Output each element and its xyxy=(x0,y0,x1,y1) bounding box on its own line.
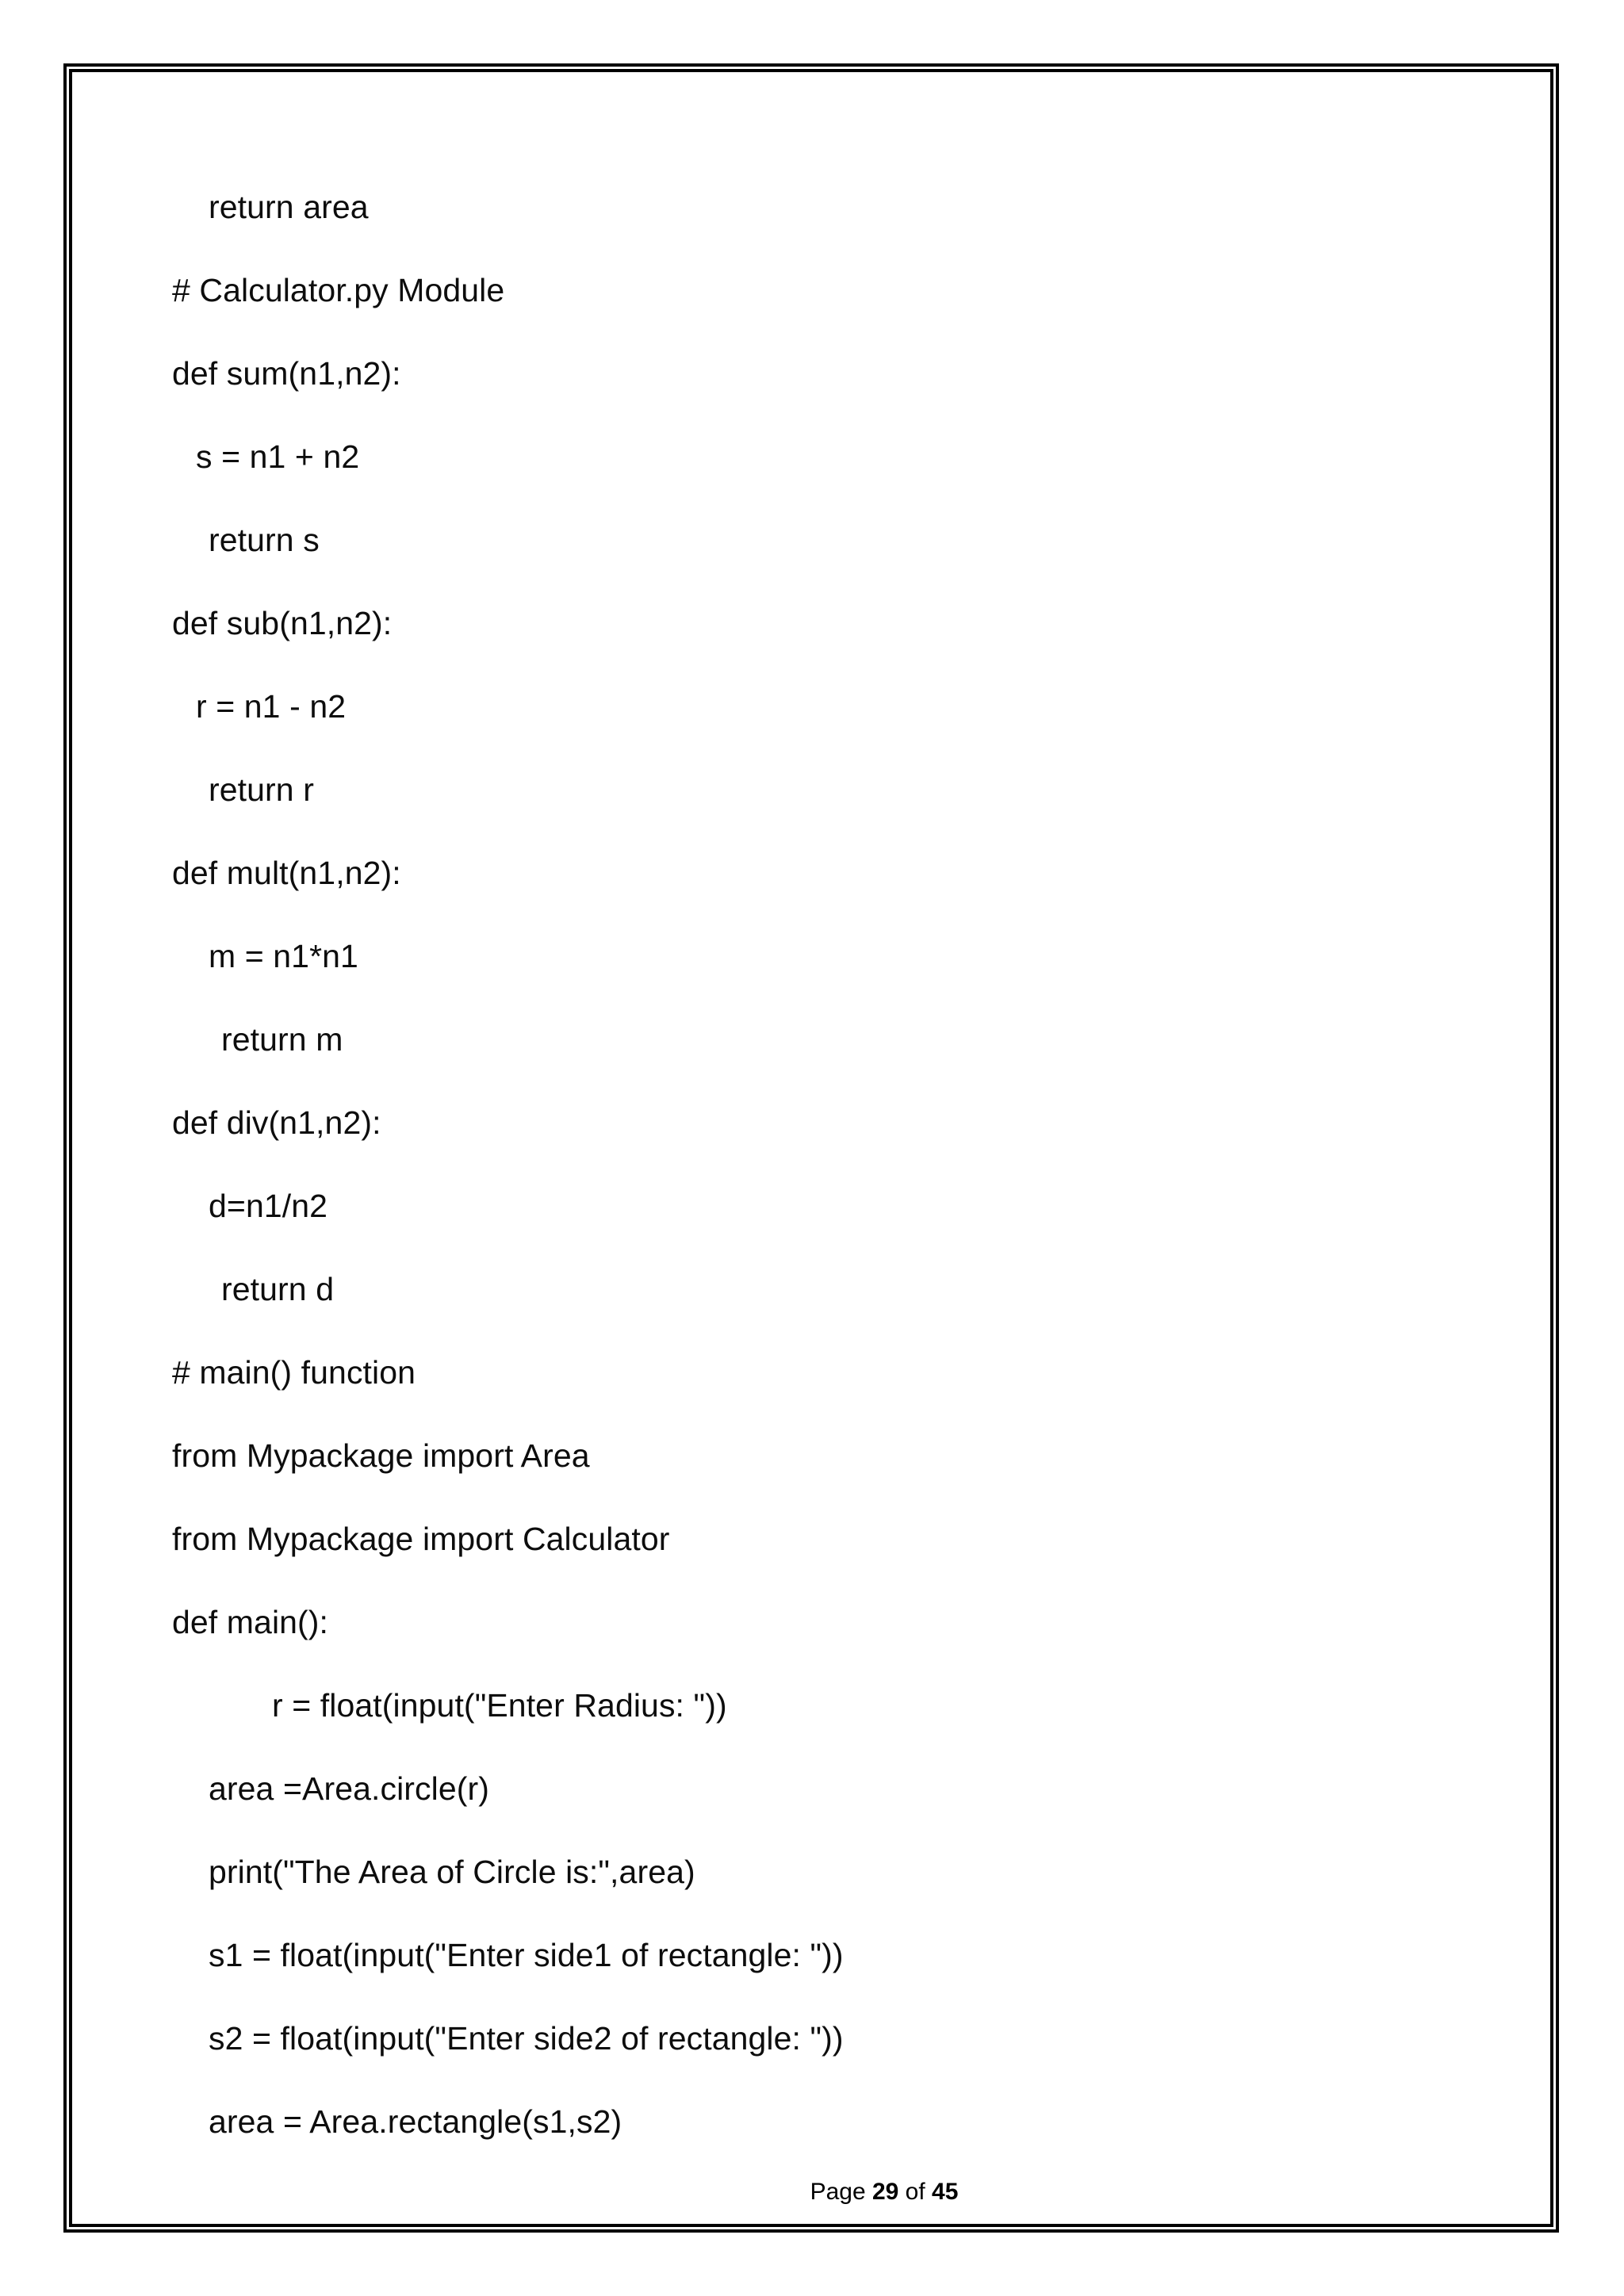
code-line: s2 = float(input("Enter side2 of rectang… xyxy=(209,2020,844,2057)
code-line: s = n1 + n2 xyxy=(196,438,360,475)
code-line: area = Area.rectangle(s1,s2) xyxy=(209,2103,622,2140)
code-line: return area xyxy=(209,189,369,225)
footer-label-page: Page xyxy=(810,2179,872,2205)
code-line: area =Area.circle(r) xyxy=(209,1770,490,1807)
code-line: return m xyxy=(221,1021,343,1058)
code-line: from Mypackage import Calculator xyxy=(172,1521,670,1557)
code-line: s1 = float(input("Enter side1 of rectang… xyxy=(209,1937,844,1973)
code-line: print("The Area of Circle is:",area) xyxy=(209,1854,695,1890)
code-line: def div(n1,n2): xyxy=(172,1104,381,1141)
code-line: return s xyxy=(209,522,320,558)
code-line: def mult(n1,n2): xyxy=(172,855,401,891)
code-line: def main(): xyxy=(172,1604,329,1640)
code-line: m = n1*n1 xyxy=(209,938,358,974)
page-border-frame: return area # Calculator.py Module def sum… xyxy=(63,63,1559,2233)
code-line: def sum(n1,n2): xyxy=(172,355,401,392)
code-line: d=n1/n2 xyxy=(209,1188,328,1224)
code-line: # main() function xyxy=(172,1354,416,1391)
footer-total-pages: 45 xyxy=(932,2179,959,2205)
code-line: # Calculator.py Module xyxy=(172,272,505,308)
page-footer: Page 29 of 45 xyxy=(72,2175,1624,2210)
footer-label-of: of xyxy=(898,2179,933,2205)
code-line: def sub(n1,n2): xyxy=(172,605,393,641)
code-line: return d xyxy=(221,1271,335,1307)
code-line: return r xyxy=(209,771,314,808)
footer-current-page: 29 xyxy=(871,2179,899,2205)
code-line: r = float(input("Enter Radius: ")) xyxy=(272,1687,727,1724)
code-line: from Mypackage import Area xyxy=(172,1437,590,1474)
code-line: r = n1 - n2 xyxy=(196,688,347,725)
code-listing: return area # Calculator.py Module def sum… xyxy=(159,166,1555,2164)
